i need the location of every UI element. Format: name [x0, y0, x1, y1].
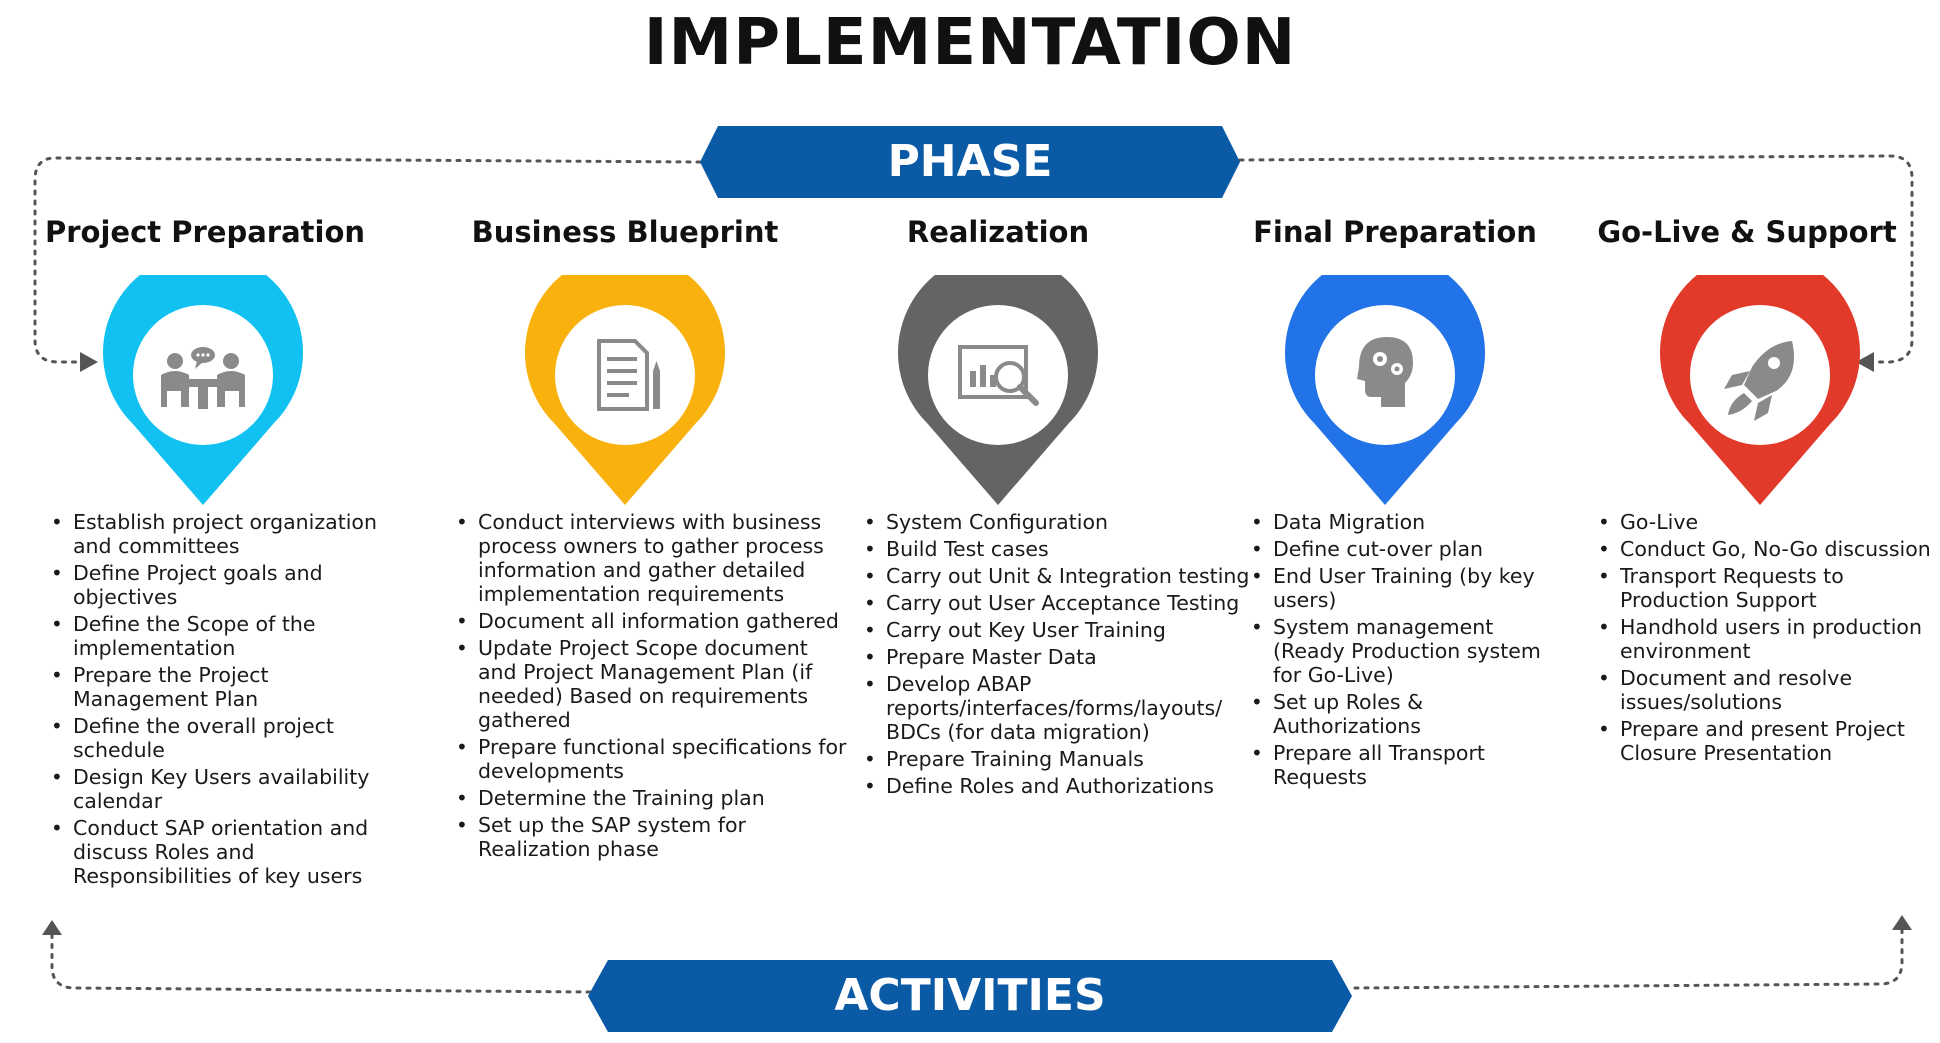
arrow-right-icon: [80, 352, 98, 372]
activity-item: Build Test cases: [864, 537, 1266, 561]
activity-item: Carry out Unit & Integration testing: [864, 564, 1266, 588]
activity-item: Prepare functional specifications for de…: [456, 735, 848, 783]
activity-item: Data Migration: [1251, 510, 1563, 534]
activity-item: Set up Roles & Authorizations: [1251, 690, 1563, 738]
phase-banner-label: PHASE: [887, 136, 1053, 187]
arrow-up-icon: [1892, 915, 1912, 930]
activity-item: Carry out Key User Training: [864, 618, 1266, 642]
meeting-icon: [161, 347, 245, 409]
phase-heading: Final Preparation: [1253, 215, 1537, 249]
activity-list: Establish project organization and commi…: [45, 510, 403, 891]
activity-item: Design Key Users availability calendar: [51, 765, 403, 813]
phase-heading: Project Preparation: [45, 215, 366, 249]
activity-item: Conduct interviews with business process…: [456, 510, 848, 606]
activity-item: Define Roles and Authorizations: [864, 774, 1266, 798]
activity-item: Transport Requests to Production Support: [1598, 564, 1940, 612]
top-right-connector: [1238, 154, 1914, 364]
activity-item: Prepare Training Manuals: [864, 747, 1266, 771]
activities-banner-shape: [588, 960, 1352, 1032]
activity-item: Update Project Scope document and Projec…: [456, 636, 848, 732]
bottom-right-connector: [1353, 928, 1904, 990]
activity-item: Establish project organization and commi…: [51, 510, 403, 558]
activity-item: Conduct Go, No-Go discussion: [1598, 537, 1940, 561]
activity-item: Conduct SAP orientation and discuss Role…: [51, 816, 403, 888]
activity-item: Carry out User Acceptance Testing: [864, 591, 1266, 615]
top-left-connector: [33, 156, 702, 364]
rocket-icon: [1724, 341, 1794, 421]
page-title: IMPLEMENTATION: [643, 6, 1297, 80]
location-pin-marker: [1285, 275, 1485, 515]
phase-banner-shape: [700, 126, 1240, 198]
activity-item: Go-Live: [1598, 510, 1940, 534]
activity-item: Document and resolve issues/solutions: [1598, 666, 1940, 714]
arrow-left-icon: [1856, 352, 1874, 372]
activity-item: Handhold users in production environment: [1598, 615, 1940, 663]
location-pin-marker: [525, 275, 725, 515]
analytics-icon: [958, 345, 1039, 406]
location-pin-marker: [898, 275, 1098, 515]
activities-banner-label: ACTIVITIES: [834, 970, 1106, 1021]
activity-item: Develop ABAP reports/interfaces/forms/la…: [864, 672, 1266, 744]
activity-list: Conduct interviews with business process…: [450, 510, 848, 864]
brain-gears-icon: [1357, 337, 1413, 407]
activity-item: Determine the Training plan: [456, 786, 848, 810]
activity-item: Define the overall project schedule: [51, 714, 403, 762]
document-icon: [597, 339, 660, 411]
location-pin-marker: [103, 275, 303, 515]
activity-list: System Configuration Build Test cases Ca…: [858, 510, 1266, 801]
activity-item: Prepare and present Project Closure Pres…: [1598, 717, 1940, 765]
activity-item: Prepare all Transport Requests: [1251, 741, 1563, 789]
bottom-left-connector: [50, 933, 592, 994]
activity-item: System management (Ready Production syst…: [1251, 615, 1563, 687]
activity-item: End User Training (by key users): [1251, 564, 1563, 612]
arrow-up-icon: [42, 920, 62, 935]
activity-item: Set up the SAP system for Realization ph…: [456, 813, 848, 861]
activity-list: Data Migration Define cut-over plan End …: [1245, 510, 1563, 792]
activity-item: Define Project goals and objectives: [51, 561, 403, 609]
activity-list: Go-Live Conduct Go, No-Go discussion Tra…: [1592, 510, 1940, 768]
activity-item: Define the Scope of the implementation: [51, 612, 403, 660]
activity-item: Document all information gathered: [456, 609, 848, 633]
phase-heading: Realization: [906, 215, 1090, 249]
location-pin-marker: [1660, 275, 1860, 515]
activity-item: System Configuration: [864, 510, 1266, 534]
phase-heading: Business Blueprint: [471, 215, 779, 249]
activity-item: Define cut-over plan: [1251, 537, 1563, 561]
activity-item: Prepare the Project Management Plan: [51, 663, 403, 711]
activity-item: Prepare Master Data: [864, 645, 1266, 669]
phase-heading: Go-Live & Support: [1597, 215, 1897, 249]
